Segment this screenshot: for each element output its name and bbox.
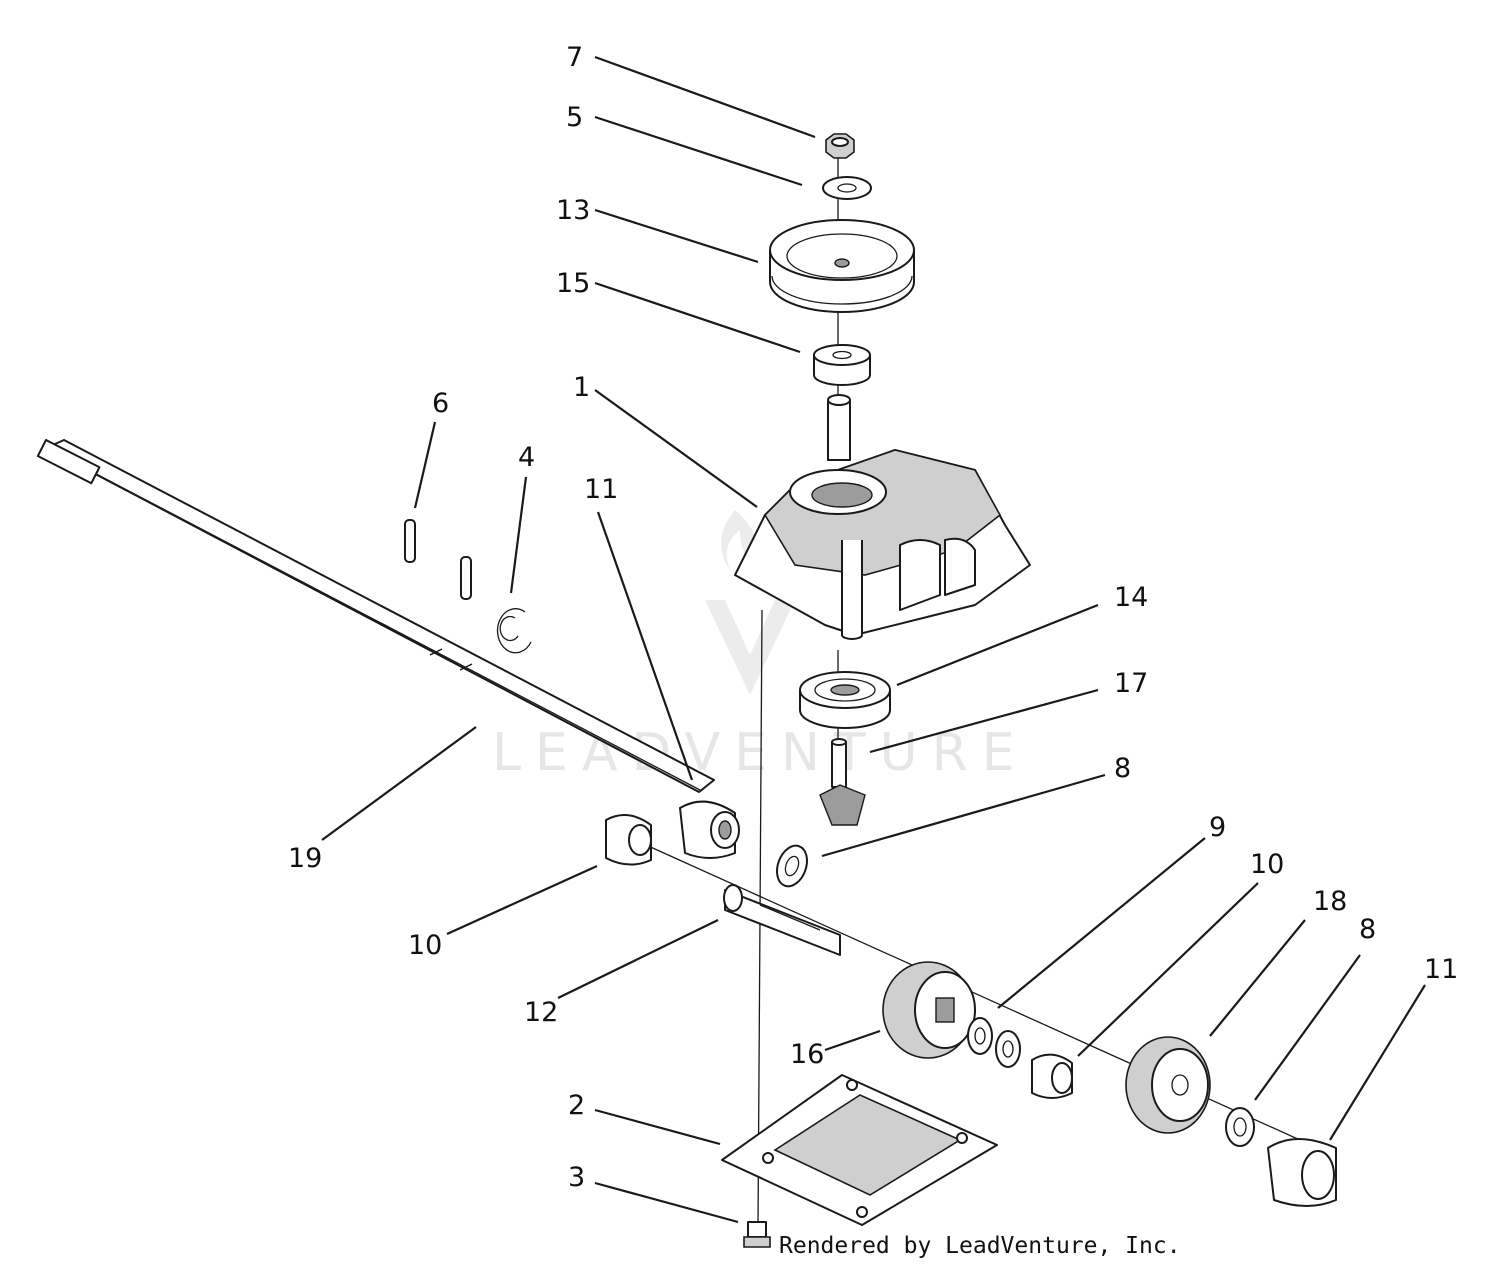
part-3-bolt xyxy=(743,1221,771,1248)
callout-1: 1 xyxy=(573,372,590,403)
callout-19: 19 xyxy=(288,843,322,874)
callout-labels: 7 5 13 15 1 6 4 11 14 17 8 19 9 10 18 8 … xyxy=(288,42,1458,1193)
callout-16: 16 xyxy=(790,1039,824,1070)
part-13-pulley xyxy=(769,219,915,313)
part-14-bearing xyxy=(799,671,891,729)
render-credit: Rendered by LeadVenture, Inc. xyxy=(779,1233,1181,1259)
part-4-e-clip xyxy=(496,608,532,654)
part-11-bushing-right xyxy=(1267,1138,1337,1207)
callout-5: 5 xyxy=(566,102,583,133)
part-10-bushing-left xyxy=(605,814,652,866)
callout-15: 15 xyxy=(556,268,590,299)
callout-17: 17 xyxy=(1114,668,1148,699)
callout-12: 12 xyxy=(524,997,558,1028)
part-10-bushing-right xyxy=(1031,1053,1073,1099)
part-12-gear-shaft xyxy=(723,884,841,956)
callout-18: 18 xyxy=(1313,886,1347,917)
callout-4: 4 xyxy=(518,442,535,473)
callout-14: 14 xyxy=(1114,582,1148,613)
part-16-gear xyxy=(882,961,976,1059)
callout-10-lower: 10 xyxy=(408,930,442,961)
watermark: LEADVENTURE xyxy=(492,510,1029,783)
part-9-washers xyxy=(967,1017,1021,1068)
part-6-roll-pins xyxy=(404,519,472,600)
part-1-gearbox-housing xyxy=(734,394,1031,640)
callout-13: 13 xyxy=(556,195,590,226)
callout-11-lower: 11 xyxy=(1424,954,1458,985)
callout-9: 9 xyxy=(1209,812,1226,843)
callout-10-upper: 10 xyxy=(1250,849,1284,880)
callout-8-upper: 8 xyxy=(1114,753,1131,784)
part-15-spacer xyxy=(813,344,871,386)
part-18-drive-gear xyxy=(1125,1036,1211,1134)
callout-8-lower: 8 xyxy=(1359,914,1376,945)
part-8-washer-upper xyxy=(776,844,808,888)
callout-2: 2 xyxy=(568,1090,585,1121)
part-17-pinion-shaft xyxy=(819,738,866,826)
callout-3: 3 xyxy=(568,1162,585,1193)
part-5-washer xyxy=(822,176,872,200)
callout-11-upper: 11 xyxy=(584,474,618,505)
leader-lines xyxy=(321,55,1426,1224)
callout-6: 6 xyxy=(432,388,449,419)
part-8-washer-lower xyxy=(1225,1107,1255,1147)
part-11-bushing-left xyxy=(679,800,740,859)
part-19-axle-shaft xyxy=(36,439,715,793)
watermark-text: LEADVENTURE xyxy=(492,723,1029,783)
part-2-cover-plate xyxy=(721,1074,998,1226)
part-7-nut xyxy=(825,133,855,159)
callout-7: 7 xyxy=(566,42,583,73)
